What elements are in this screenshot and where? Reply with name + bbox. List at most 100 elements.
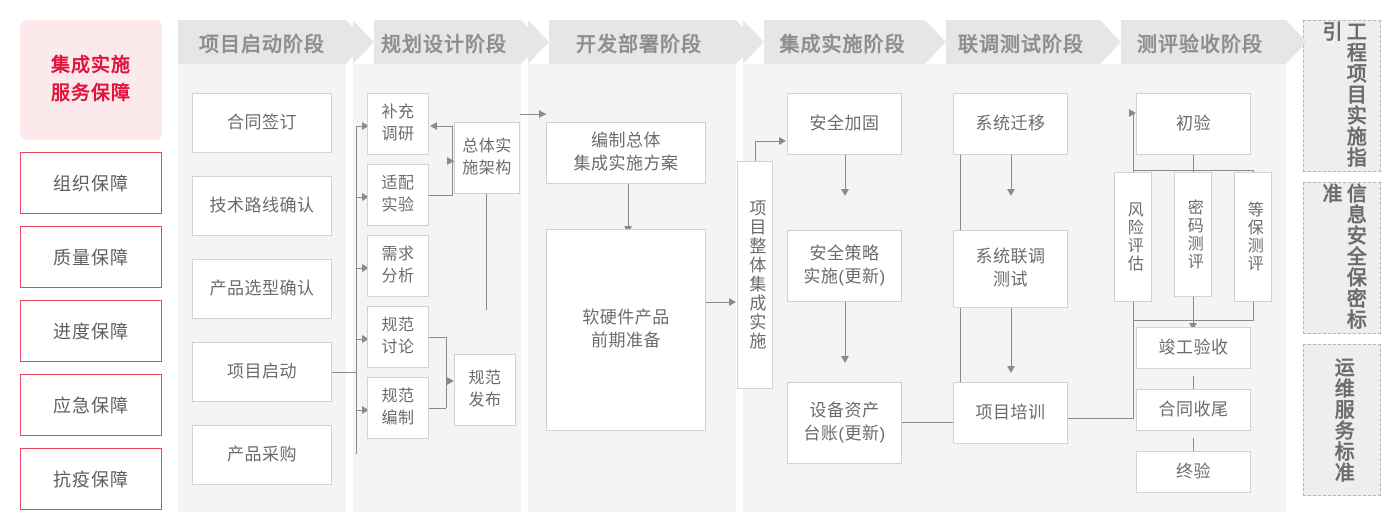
- arrow-head-spec-release: [447, 377, 454, 385]
- node-label: 合同签订: [227, 112, 297, 132]
- connector-spec-discussion-right: [429, 337, 446, 338]
- node-completion-acceptance[interactable]: 竣工验收: [1136, 327, 1251, 369]
- connector-spec-merge: [446, 337, 447, 408]
- phase-header-label: 开发部署阶段: [576, 33, 702, 56]
- phase-column-integration: 集成实施阶段 项目整体集成实施 安全加固 安全策略实施(更新) 设备资产台账(更…: [737, 20, 949, 512]
- connector-migration-to-joint-test: [1011, 146, 1012, 190]
- node-label: 项目启动: [227, 361, 297, 381]
- guarantee-item-schedule[interactable]: 进度保障: [20, 300, 162, 362]
- node-label: 项目培训: [975, 402, 1046, 422]
- guarantee-title-line-2: 服务保障: [50, 83, 131, 104]
- node-classified-protection-evaluation[interactable]: 等保测评: [1234, 172, 1272, 302]
- node-spec-release[interactable]: 规范发布: [454, 354, 516, 426]
- connector-training-right: [1068, 418, 1134, 419]
- standard-card-infosec-confidentiality[interactable]: 信息安全保密标准: [1303, 182, 1381, 334]
- phase-column-planning-design: 规划设计阶段 补充调研 适配实验 需求分析 规范讨论 规范编制 总体实施架构: [353, 20, 542, 512]
- node-security-hardening[interactable]: 安全加固: [787, 93, 902, 155]
- node-label: 技术路线确认: [209, 195, 315, 215]
- arrow-head-joint-test: [1007, 189, 1015, 196]
- phase-column-project-start: 项目启动阶段 合同签订 技术路线确认 产品选型确认 项目启动 产品采购: [178, 20, 367, 512]
- connector-integration-to-hardening: [755, 141, 782, 142]
- phase-header-project-start[interactable]: 项目启动阶段: [178, 20, 367, 64]
- connector-joint-test-to-training: [1011, 308, 1012, 367]
- chevron-notch-icon: [743, 20, 764, 64]
- node-label: 初验: [1176, 113, 1211, 133]
- guarantee-rail-title: 集成实施 服务保障: [20, 20, 162, 140]
- phase-header-label: 规划设计阶段: [381, 33, 507, 56]
- node-label: 总体实施架构: [462, 138, 512, 177]
- node-label: 编制总体集成实施方案: [573, 131, 679, 173]
- node-label: 补充调研: [381, 104, 415, 143]
- node-overall-project-integration[interactable]: 项目整体集成实施: [737, 161, 773, 389]
- node-supplementary-research[interactable]: 补充调研: [367, 93, 429, 155]
- node-final-acceptance[interactable]: 终验: [1136, 451, 1251, 493]
- arrow-head-training: [1007, 366, 1015, 373]
- node-contract-closure[interactable]: 合同收尾: [1136, 389, 1251, 431]
- phase-column-joint-testing: 联调测试阶段 系统迁移 系统联调测试 项目培训: [925, 20, 1124, 512]
- standard-card-engineering-guideline[interactable]: 工程项目实施指引: [1303, 20, 1381, 172]
- phase-body-project-start: 合同签订 技术路线确认 产品选型确认 项目启动 产品采购: [178, 64, 346, 512]
- node-equipment-asset-ledger[interactable]: 设备资产台账(更新): [787, 382, 902, 464]
- arrow-head-preliminary: [1129, 109, 1136, 117]
- node-system-joint-debug-test[interactable]: 系统联调测试: [953, 230, 1068, 308]
- node-label: 密码测评: [1184, 198, 1202, 271]
- node-contract-signing[interactable]: 合同签订: [192, 93, 332, 153]
- guarantee-item-epidemic[interactable]: 抗疫保障: [20, 448, 162, 510]
- guarantee-item-emergency[interactable]: 应急保障: [20, 374, 162, 436]
- connector-integration-riser: [755, 141, 756, 161]
- node-tech-route-confirm[interactable]: 技术路线确认: [192, 176, 332, 236]
- chevron-notch-icon: [1100, 20, 1121, 64]
- guarantee-rail: 集成实施 服务保障 组织保障 质量保障 进度保障 应急保障 抗疫保障: [20, 20, 162, 510]
- phase-header-evaluation-acceptance[interactable]: 测评验收阶段: [1100, 20, 1307, 64]
- node-project-training[interactable]: 项目培训: [953, 382, 1068, 444]
- connector-closure-to-final: [1193, 438, 1194, 452]
- node-product-selection-confirm[interactable]: 产品选型确认: [192, 259, 332, 319]
- node-preliminary-acceptance[interactable]: 初验: [1136, 93, 1251, 155]
- node-label: 安全加固: [809, 113, 880, 133]
- node-compile-overall-integration-plan[interactable]: 编制总体集成实施方案: [546, 122, 706, 184]
- guarantee-title-line-1: 集成实施: [50, 55, 131, 77]
- node-overall-implementation-architecture[interactable]: 总体实施架构: [454, 122, 520, 194]
- connector-ledger-right: [898, 422, 961, 423]
- node-label: 终验: [1176, 461, 1211, 481]
- arrow-head-adaptation: [362, 193, 369, 201]
- node-adaptation-experiment[interactable]: 适配实验: [367, 164, 429, 226]
- node-spec-discussion[interactable]: 规范讨论: [367, 306, 429, 368]
- node-system-migration[interactable]: 系统迁移: [953, 93, 1068, 155]
- arrow-head-ledger: [841, 356, 849, 363]
- phase-body-planning-design: 补充调研 适配实验 需求分析 规范讨论 规范编制 总体实施架构 规范发布: [353, 64, 521, 512]
- node-cryptography-evaluation[interactable]: 密码测评: [1174, 172, 1212, 297]
- node-label: 适配实验: [381, 175, 415, 214]
- connector-plan-to-preparation: [628, 146, 629, 226]
- node-hw-sw-product-preparation[interactable]: 软硬件产品前期准备: [546, 229, 706, 431]
- standard-label: 信息安全保密标准: [1319, 183, 1366, 330]
- connector-classified-down: [1253, 302, 1254, 321]
- node-spec-drafting[interactable]: 规范编制: [367, 377, 429, 439]
- standard-label: 工程项目实施指引: [1319, 21, 1366, 168]
- node-risk-assessment[interactable]: 风险评估: [1114, 172, 1152, 302]
- phase-header-label: 集成实施阶段: [779, 33, 906, 56]
- connector-spec-drafting-right: [429, 408, 446, 409]
- connector-adaptation-right: [429, 195, 453, 196]
- standard-card-operations-service[interactable]: 运维服务标准: [1303, 344, 1381, 496]
- phase-header-joint-testing[interactable]: 联调测试阶段: [925, 20, 1124, 64]
- guarantee-item-organization[interactable]: 组织保障: [20, 152, 162, 214]
- node-project-kickoff[interactable]: 项目启动: [192, 342, 332, 402]
- node-label: 规范讨论: [381, 317, 415, 356]
- node-product-procurement[interactable]: 产品采购: [192, 425, 332, 485]
- guarantee-item-quality[interactable]: 质量保障: [20, 226, 162, 288]
- phase-header-dev-deploy[interactable]: 开发部署阶段: [528, 20, 757, 64]
- phase-body-dev-deploy: 编制总体集成实施方案 软硬件产品前期准备: [528, 64, 736, 512]
- phase-header-planning-design[interactable]: 规划设计阶段: [353, 20, 542, 64]
- node-label: 需求分析: [381, 246, 415, 285]
- arrow-head-hardening: [779, 137, 786, 145]
- node-requirement-analysis[interactable]: 需求分析: [367, 235, 429, 297]
- connector-crypto-down: [1193, 297, 1194, 324]
- phase-header-integration[interactable]: 集成实施阶段: [743, 20, 949, 64]
- node-security-policy-implementation[interactable]: 安全策略实施(更新): [787, 230, 902, 302]
- connector-completion-to-closure: [1193, 376, 1194, 390]
- connector-preliminary-drop: [1193, 155, 1194, 171]
- guarantee-item-label: 进度保障: [53, 322, 129, 342]
- arrow-head-completion-acceptance: [1189, 323, 1197, 330]
